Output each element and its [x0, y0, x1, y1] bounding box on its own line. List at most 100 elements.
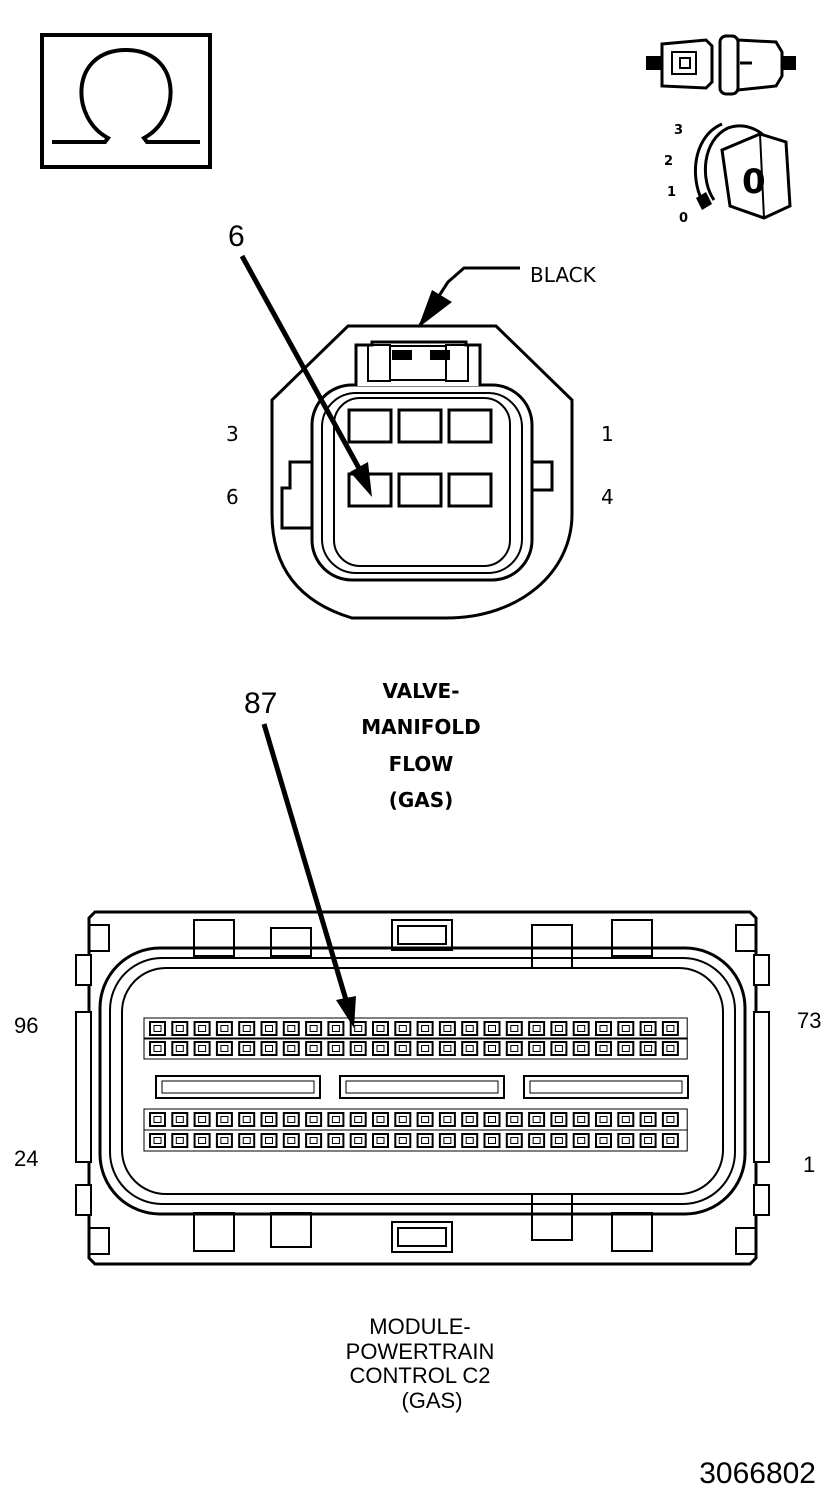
terminal-contact — [287, 1116, 296, 1123]
omega-icon — [40, 33, 212, 169]
terminal-contact — [554, 1116, 563, 1123]
terminal-contact — [465, 1025, 474, 1032]
terminal-cavity — [282, 1021, 300, 1036]
terminal-cavity — [572, 1133, 590, 1148]
terminal-contact — [577, 1045, 586, 1052]
terminal-contact — [532, 1137, 541, 1144]
terminal-contact — [265, 1025, 273, 1032]
title-line: (GAS) — [401, 1388, 462, 1413]
key-position-2: 2 — [664, 154, 673, 169]
terminal-cavity — [349, 1133, 367, 1148]
pcm-connector: 87 — [14, 687, 821, 1266]
terminal-contact — [331, 1137, 340, 1144]
terminal-contact — [488, 1116, 496, 1123]
terminal-cavity — [394, 1112, 412, 1127]
terminal-cavity — [282, 1133, 300, 1148]
terminal-cavity — [505, 1112, 523, 1127]
terminal-cavity — [483, 1021, 501, 1036]
terminal-contact — [376, 1137, 385, 1144]
terminal-cavity — [171, 1041, 189, 1056]
title-line: MANIFOLD — [361, 715, 481, 739]
terminal-contact — [198, 1137, 207, 1144]
valve-connector: BLACK 3 6 1 4 6 — [226, 220, 614, 620]
terminal-cavity — [282, 1112, 300, 1127]
terminal-cavity — [260, 1112, 278, 1127]
terminal-contact — [666, 1137, 675, 1144]
terminal-contact — [532, 1045, 541, 1052]
terminal-contact — [376, 1116, 385, 1123]
terminal-cavity — [349, 1041, 367, 1056]
terminal-cavity — [550, 1041, 568, 1056]
terminal-contact — [577, 1025, 586, 1032]
terminal-contact — [644, 1025, 653, 1032]
terminal-cavity — [260, 1021, 278, 1036]
terminal-cavity — [483, 1112, 501, 1127]
terminal-contact — [398, 1045, 407, 1052]
terminal-cavity — [550, 1021, 568, 1036]
key-position-0: 0 — [679, 211, 688, 226]
terminal-contact — [510, 1045, 519, 1052]
terminal-cavity — [438, 1021, 456, 1036]
terminal-contact — [265, 1137, 273, 1144]
terminal-cavity — [617, 1112, 635, 1127]
terminal-cavity — [595, 1021, 612, 1036]
terminal-row — [143, 1037, 688, 1060]
terminal-cavity — [305, 1112, 323, 1127]
terminal-cavity — [149, 1041, 166, 1056]
terminal-cavity — [461, 1133, 479, 1148]
terminal-cavity — [327, 1041, 345, 1056]
terminal-row — [143, 1017, 688, 1040]
terminal-cavity — [505, 1021, 523, 1036]
terminal-cavity — [438, 1133, 456, 1148]
key-position-1: 1 — [667, 185, 676, 200]
terminal-cavity — [461, 1112, 479, 1127]
key-label: 0 — [742, 162, 766, 202]
terminal-contact — [510, 1116, 519, 1123]
terminal-cavity — [661, 1133, 679, 1148]
terminal-cavity — [461, 1021, 479, 1036]
terminal-cavity — [617, 1021, 635, 1036]
terminal-contact — [398, 1025, 407, 1032]
terminal-contact — [488, 1137, 496, 1144]
terminal-cavity — [215, 1133, 233, 1148]
terminal-contact — [488, 1045, 496, 1052]
pin-label-1: 1 — [803, 1152, 815, 1177]
terminal-cavity — [305, 1021, 323, 1036]
terminal-cavity — [171, 1112, 189, 1127]
terminal-contact — [465, 1116, 474, 1123]
terminal-contact — [287, 1025, 296, 1032]
terminal-contact — [175, 1116, 184, 1123]
terminal-cavity — [572, 1041, 590, 1056]
terminal-contact — [309, 1137, 318, 1144]
terminal-cavity — [171, 1133, 189, 1148]
cavity-1 — [447, 408, 493, 444]
terminal-contact — [577, 1116, 586, 1123]
terminal-cavity — [661, 1021, 679, 1036]
terminal-contact — [354, 1045, 363, 1052]
terminal-contact — [599, 1025, 608, 1032]
terminal-contact — [153, 1137, 162, 1144]
terminal-contact — [175, 1025, 184, 1032]
terminal-contact — [577, 1137, 586, 1144]
terminal-contact — [220, 1116, 229, 1123]
terminal-cavity — [416, 1133, 434, 1148]
terminal-contact — [242, 1116, 251, 1123]
terminal-contact — [376, 1025, 385, 1032]
terminal-cavity — [528, 1041, 546, 1056]
pin-label-24: 24 — [14, 1146, 38, 1171]
terminal-cavity — [550, 1112, 568, 1127]
terminal-contact — [175, 1137, 184, 1144]
terminal-contact — [666, 1025, 675, 1032]
pin-label-3: 3 — [226, 422, 239, 446]
terminal-contact — [488, 1025, 496, 1032]
terminal-contact — [220, 1025, 229, 1032]
terminal-cavity — [394, 1021, 412, 1036]
terminal-cavity — [617, 1133, 635, 1148]
terminal-cavity — [416, 1112, 434, 1127]
terminal-contact — [421, 1045, 430, 1052]
terminal-contact — [287, 1137, 296, 1144]
terminal-contact — [443, 1045, 452, 1052]
terminal-cavity — [550, 1133, 568, 1148]
terminal-contact — [599, 1137, 608, 1144]
terminal-cavity — [215, 1021, 233, 1036]
